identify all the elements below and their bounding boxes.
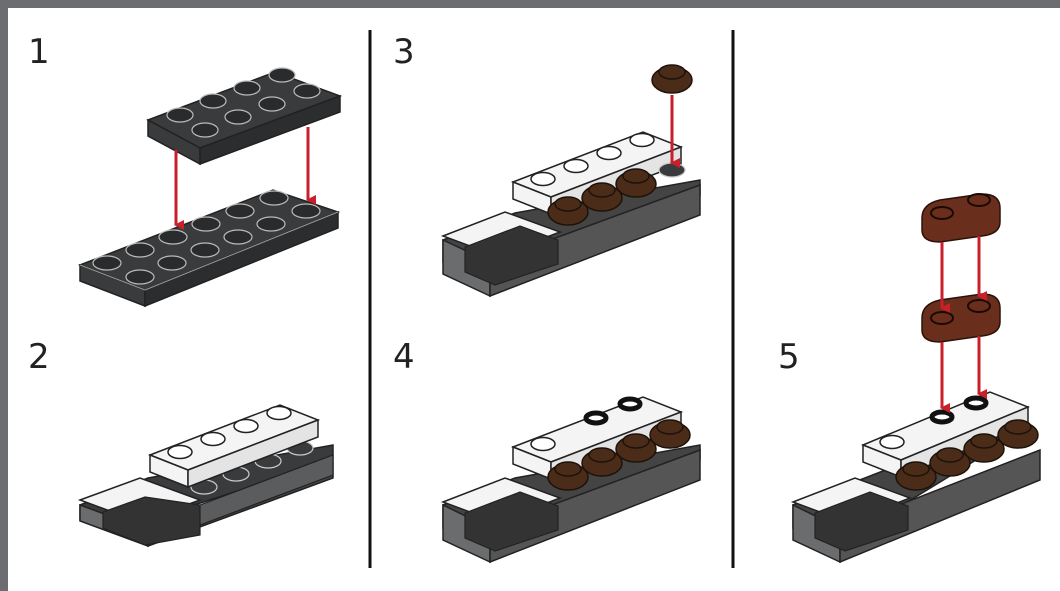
dark-gray-plate-2x6	[80, 190, 338, 306]
instruction-sheet: 1 2 3 4 5	[8, 8, 1060, 591]
step-1-illustration	[80, 68, 340, 306]
step-4-illustration	[443, 397, 700, 562]
step-3-illustration	[443, 65, 700, 296]
dark-gray-plate-2x4	[148, 68, 340, 164]
step-number-3: 3	[393, 32, 415, 72]
step-number-1: 1	[28, 32, 50, 72]
brown-round-plate-incoming	[652, 65, 692, 93]
reddish-brown-plate-lower	[922, 294, 1000, 342]
step-5-illustration	[793, 194, 1040, 562]
step-number-5: 5	[778, 337, 800, 377]
reddish-brown-plate-upper	[922, 194, 1000, 242]
build-steps-diagram: 1 2 3 4 5	[8, 8, 1060, 591]
step-number-4: 4	[393, 337, 415, 377]
step-2-illustration	[80, 405, 333, 546]
step-number-2: 2	[28, 337, 50, 377]
